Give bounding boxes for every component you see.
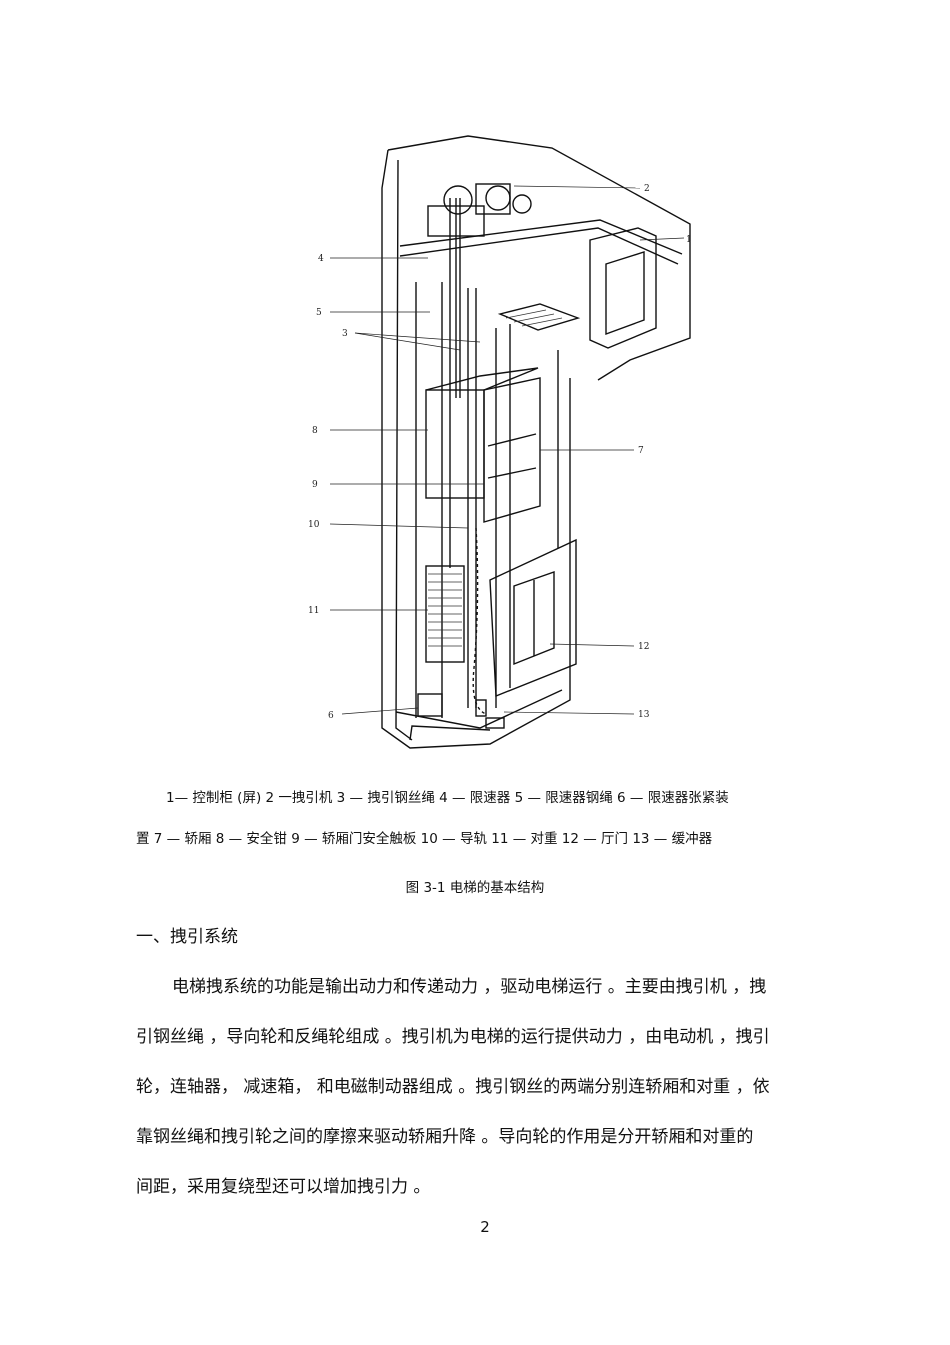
page-number: 2 bbox=[480, 1218, 490, 1236]
figure-caption: 图 3-1 电梯的基本结构 bbox=[405, 880, 545, 896]
callout-9: 9 bbox=[312, 480, 318, 490]
callout-5: 5 bbox=[316, 308, 322, 318]
paragraph-line: 间距，采用复绕型还可以增加拽引力 。 bbox=[136, 1177, 431, 1197]
landing-door bbox=[513, 571, 555, 666]
machine-room-floor bbox=[399, 227, 679, 265]
elevator-diagram: 1 2 3 4 5 6 7 8 9 10 11 12 13 bbox=[308, 135, 692, 749]
callout-3: 3 bbox=[342, 329, 348, 339]
shaft-outer-wall bbox=[381, 149, 571, 749]
buffer bbox=[475, 699, 487, 717]
governor-tension-device bbox=[417, 693, 443, 717]
callout-7: 7 bbox=[638, 446, 644, 456]
machine-room-wall bbox=[387, 135, 691, 381]
figure-legend-line-2: 置 7 — 轿厢 8 — 安全钳 9 — 轿厢门安全触板 10 — 导轨 11 … bbox=[136, 831, 713, 847]
traction-machine-base bbox=[427, 205, 485, 237]
traction-sheave bbox=[443, 185, 473, 215]
paragraph-line: 轮，连轴器， 减速箱， 和电磁制动器组成 。拽引钢丝的两端分别连轿厢和对重 ，依 bbox=[136, 1077, 770, 1097]
governor-rope bbox=[472, 527, 487, 715]
paragraph-line: 靠钢丝绳和拽引轮之间的摩擦来驱动轿厢升降 。导向轮的作用是分开轿厢和对重的 bbox=[136, 1127, 754, 1147]
traction-motor bbox=[485, 185, 511, 211]
callout-6: 6 bbox=[328, 711, 334, 721]
paragraph-line: 引钢丝绳 ，导向轮和反绳轮组成 。拽引机为电梯的运行提供动力 ，由电动机 ，拽引 bbox=[136, 1027, 770, 1047]
callout-1: 1 bbox=[686, 235, 692, 245]
control-cabinet bbox=[589, 227, 657, 349]
elevator-structure-figure: 1 2 3 4 5 6 7 8 9 10 11 12 13 bbox=[300, 128, 700, 768]
figure-legend-line-1: 1— 控制柜 (屏) 2 一拽引机 3 — 拽引钢丝绳 4 — 限速器 5 — … bbox=[166, 790, 729, 806]
landing-door-frame bbox=[489, 538, 577, 698]
callout-8: 8 bbox=[312, 426, 318, 436]
callout-4: 4 bbox=[318, 254, 324, 264]
figure-callout-labels: 1 2 3 4 5 6 7 8 9 10 11 12 13 bbox=[308, 184, 692, 721]
callout-2: 2 bbox=[644, 184, 650, 194]
section-heading: 一、拽引系统 bbox=[136, 927, 238, 947]
callout-10: 10 bbox=[308, 520, 320, 530]
floor-grating bbox=[497, 303, 581, 331]
elevator-car-front bbox=[483, 377, 541, 523]
elevator-car-side bbox=[425, 389, 485, 499]
callout-12: 12 bbox=[638, 642, 649, 652]
callout-11: 11 bbox=[308, 606, 319, 616]
shaft-inner-wall-left bbox=[395, 159, 413, 741]
pit-floor bbox=[395, 689, 563, 729]
paragraph-line: 电梯拽系统的功能是输出动力和传递动力 ，驱动电梯运行 。主要由拽引机 ，拽 bbox=[172, 977, 767, 997]
callout-13: 13 bbox=[638, 710, 650, 720]
counterweight bbox=[425, 565, 465, 663]
